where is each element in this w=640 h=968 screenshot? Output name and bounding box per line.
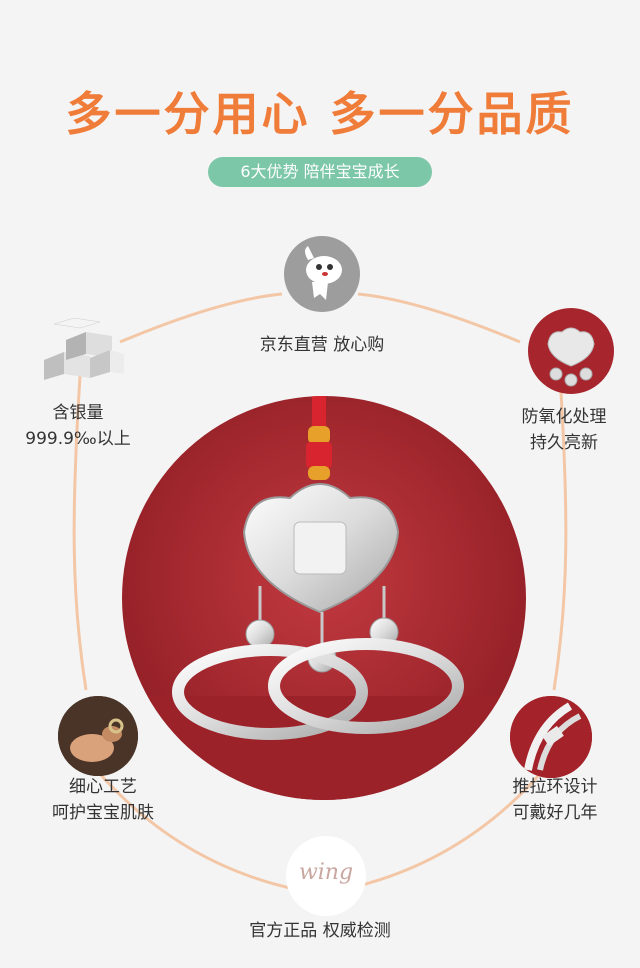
feature-craft-line1: 细心工艺 [69,777,137,797]
push-pull-ring-photo [510,696,592,778]
product-photo [122,396,526,800]
feature-silver-label: 含银量 999.9‰以上 [10,400,146,452]
brand-logo-text: wing [298,860,354,885]
craftsmanship-photo [58,696,138,776]
feature-oxidation-label: 防氧化处理 持久亮新 [496,404,632,456]
subtitle-pill: 6大优势 陪伴宝宝成长 [208,157,432,187]
feature-silver-line2: 999.9‰以上 [25,429,131,449]
feature-bottom-label: 官方正品 权威检测 [249,921,391,941]
silver-bars-icon [40,317,126,382]
brand-logo: wing [286,836,366,916]
feature-oxidation-line2: 持久亮新 [530,433,598,453]
longevity-lock-thumbnail [528,308,614,394]
feature-ring-label: 推拉环设计 可戴好几年 [470,774,640,826]
feature-ring-line1: 推拉环设计 [512,777,598,797]
jd-dog-icon [284,236,360,312]
feature-ring-line2: 可戴好几年 [512,803,598,823]
feature-craft-label: 细心工艺 呵护宝宝肌肤 [18,774,188,826]
feature-top-label: 京东直营 放心购 [259,335,385,355]
headline: 多一分用心 多一分品质 [65,87,575,141]
feature-craft-line2: 呵护宝宝肌肤 [52,803,154,823]
feature-oxidation-line1: 防氧化处理 [521,407,607,427]
feature-silver-line1: 含银量 [52,403,104,423]
